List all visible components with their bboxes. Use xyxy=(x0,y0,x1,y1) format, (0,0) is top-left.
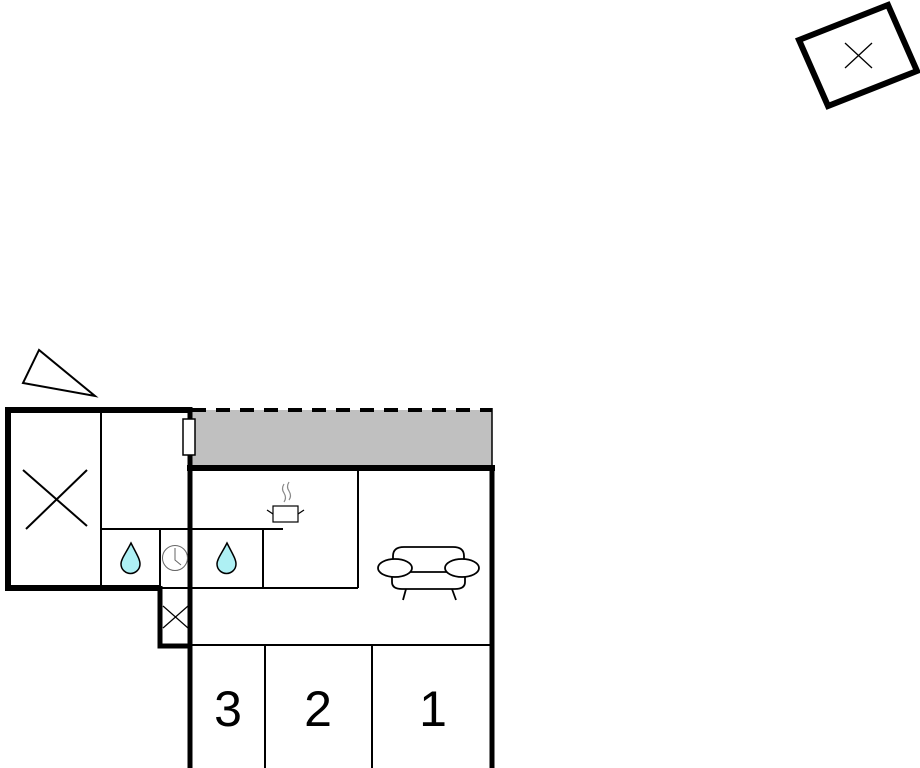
terrace xyxy=(190,410,492,468)
water-drop-icon xyxy=(120,541,141,575)
sofa-icon xyxy=(377,546,480,601)
walls xyxy=(5,407,495,768)
door-icon xyxy=(182,418,196,456)
storage-x-icon xyxy=(162,605,189,629)
bed-x-icon xyxy=(22,469,88,530)
clock-icon xyxy=(162,545,188,571)
cooking-pot-icon xyxy=(266,481,305,523)
water-drop-icon xyxy=(216,541,237,575)
outbuilding-icon xyxy=(794,1,920,110)
room-label-1: 1 xyxy=(419,681,447,737)
room-label-2: 2 xyxy=(304,681,332,737)
compass-icon xyxy=(21,348,99,398)
room-label-3: 3 xyxy=(214,681,242,737)
